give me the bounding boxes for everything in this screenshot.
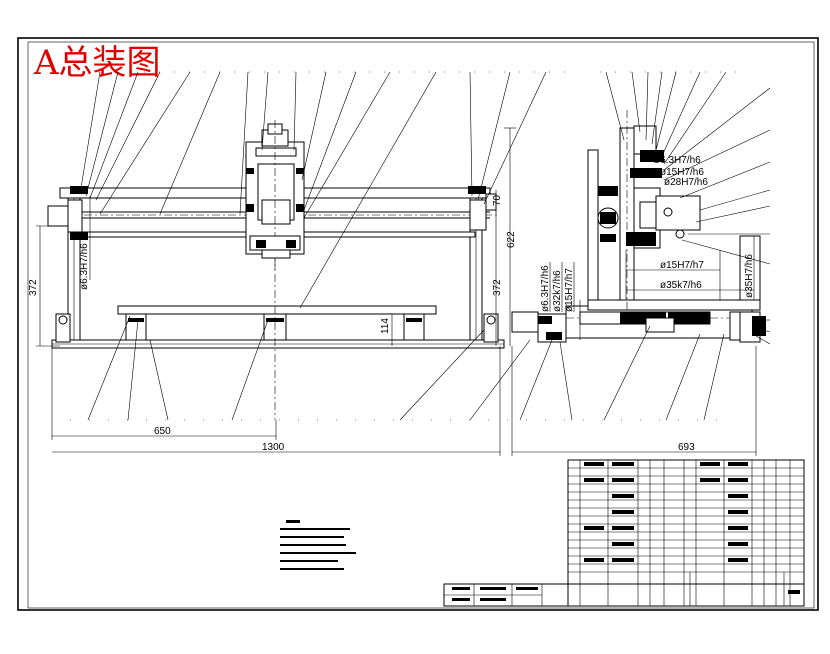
fit-side-right: ø35H7/h6 — [744, 254, 755, 298]
fit-side-top-1: ø6.3H7/h6 — [654, 155, 701, 166]
dim-622: 622 — [506, 231, 517, 248]
side-view-fits: ø6.3H7/h6 ø15H7/h6 ø28H7/h6 ø15H7/h7 ø35… — [654, 155, 755, 298]
drawing-title: A总装图 — [33, 43, 161, 83]
fit-side-top-2: ø15H7/h6 — [660, 167, 704, 178]
fit-side-bottom-1: ø15H7/h7 — [660, 260, 704, 271]
dim-70: 70 — [492, 194, 503, 206]
front-view-dimensions: 372 ø6.3H7/h6 372 622 70 114 650 1300 — [28, 127, 517, 456]
dim-693: 693 — [678, 442, 695, 453]
side-view — [579, 71, 771, 345]
title-block — [443, 572, 805, 607]
fit-mid-1: ø6.3H7/h6 — [540, 265, 551, 312]
fit-side-top-3: ø28H7/h6 — [664, 177, 708, 188]
fit-mid-2: ø32k7/h6 — [552, 270, 563, 312]
dim-372-left: 372 — [28, 279, 39, 296]
fit-left-vertical: ø6.3H7/h6 — [79, 243, 90, 290]
side-view-dimension: 693 — [511, 346, 757, 456]
dim-650: 650 — [154, 426, 171, 437]
fit-mid-3: ø15H7/h7 — [564, 268, 575, 312]
drawing-border — [17, 37, 819, 611]
dim-1300: 1300 — [262, 442, 285, 453]
front-view — [47, 71, 547, 421]
dim-114: 114 — [380, 318, 391, 334]
technical-requirements — [280, 520, 356, 570]
dim-372-right: 372 — [492, 279, 503, 296]
feed-screw-fits: ø6.3H7/h6 ø32k7/h6 ø15H7/h7 — [540, 265, 575, 312]
balloon-labels — [70, 71, 740, 421]
parts-list — [567, 459, 805, 607]
fit-side-bottom-2: ø35k7/h6 — [660, 280, 702, 291]
feed-screw-section — [469, 262, 753, 421]
